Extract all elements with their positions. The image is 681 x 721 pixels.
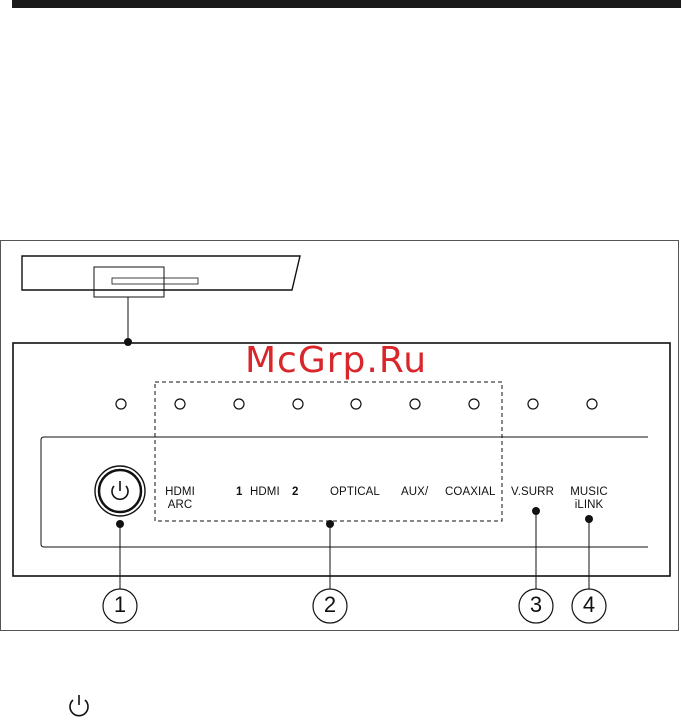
label-coaxial: COAXIAL [445,486,496,498]
led-coaxial [469,399,479,409]
power-icon [66,693,92,719]
label-music-ilink: MUSIC iLINK [566,486,612,512]
label-hdmi-arc-line1: HDMI [161,486,199,499]
led-hdmi-1 [234,399,244,409]
led-power [116,399,126,409]
label-hdmi-2: 2 [292,486,299,498]
label-music-line2: iLINK [566,499,612,512]
callout-1: 1 [103,592,137,618]
led-vsurr [528,399,538,409]
led-music-ilink [587,399,597,409]
callout-2: 2 [313,592,347,618]
led-aux [410,399,420,409]
callout-4: 4 [572,592,606,618]
zoom-box [94,267,164,297]
led-optical [351,399,361,409]
power-button[interactable] [95,466,145,516]
label-hdmi-arc-line2: ARC [161,499,199,512]
led-hdmi-arc [175,399,185,409]
source-indicator-group [155,382,502,521]
soundbar-outline [22,256,300,290]
label-music-line1: MUSIC [566,486,612,499]
watermark: McGrp.Ru [245,340,427,381]
label-hdmi-1: 1 [236,486,243,498]
label-hdmi-arc: HDMI ARC [161,486,199,512]
label-hdmi: HDMI [250,486,280,498]
indicator-leds [116,399,597,409]
zoom-leader-dot [124,338,132,346]
mini-display-strip [112,278,198,284]
led-hdmi-2 [293,399,303,409]
label-optical: OPTICAL [330,486,380,498]
power-icon [112,481,128,499]
callout-3: 3 [519,592,553,618]
label-aux: AUX/ [401,486,428,498]
label-vsurr: V.SURR [511,486,554,498]
